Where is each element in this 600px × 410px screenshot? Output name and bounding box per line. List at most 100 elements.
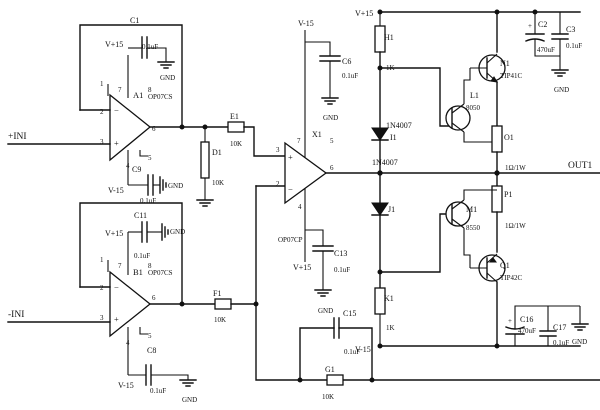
capacitor-c11-value: 0.1uF <box>134 252 150 260</box>
resistor-k1-value: 1K <box>386 324 395 332</box>
resistor-g1-value: 10K <box>322 393 334 401</box>
c13-lead <box>305 229 324 246</box>
capacitor-c2-value: 470uF <box>537 46 555 54</box>
c1-ground <box>157 61 175 69</box>
c9-ground <box>159 176 167 194</box>
capacitor-c16-polarity: + <box>508 317 512 325</box>
wire-x1-inv-feedback <box>255 185 600 381</box>
capacitor-c15-value: 0.1uF <box>344 348 360 356</box>
junction-h1 <box>377 65 383 71</box>
resistor-h1: H1 1K <box>374 12 395 72</box>
resistor-k1: K1 1K <box>374 287 395 332</box>
opamp-b1-pin2: 2 <box>100 284 104 292</box>
opamp-a1-pin7: 7 <box>118 86 122 94</box>
n1-arrow <box>490 76 498 83</box>
capacitor-c13-value: 0.1uF <box>334 266 350 274</box>
opamp-x1-part: OP07CP <box>278 236 303 244</box>
c15-plates <box>333 317 340 339</box>
diode-j1: J1 <box>371 202 395 216</box>
diode-i1-ref: I1 <box>390 133 397 142</box>
transistor-l1: L1 8050 <box>445 68 497 143</box>
opamp-x1-vbottom: V+15 <box>293 263 311 272</box>
opamp-a1: − + A1 OP07CS 1 2 3 4 5 6 7 8 <box>100 80 173 170</box>
resistor-p1-ref: P1 <box>504 190 512 199</box>
ground-c13-label: GND <box>318 307 333 315</box>
c13-plates <box>312 245 334 252</box>
o1-body <box>491 125 503 153</box>
opamp-b1: − + B1 OP07CS 1 2 3 4 5 6 7 8 <box>100 256 173 347</box>
resistor-d1: D1 10K <box>196 127 224 207</box>
capacitor-c16: + C16 470uF <box>505 305 580 346</box>
capacitor-c3-ref: C3 <box>566 25 575 34</box>
opamp-a1-pin3: 3 <box>100 138 104 146</box>
ground-c8-label: GND <box>182 396 197 404</box>
i1-triangle <box>371 127 389 141</box>
diode-i1-part: 1N4007 <box>386 121 412 130</box>
opamp-a1-pin5: 5 <box>148 154 152 162</box>
opamp-x1-pin6: 6 <box>330 164 334 172</box>
opamp-b1-vpos: V+15 <box>105 229 123 238</box>
opamp-x1-pin7: 7 <box>297 137 301 145</box>
c1-lead2 <box>147 47 167 62</box>
transistor-n1-ref: N1 <box>500 59 510 68</box>
opamp-b1-plus: + <box>114 314 119 324</box>
capacitor-c8-value: 0.1uF <box>150 387 166 395</box>
c8-ground <box>179 379 197 387</box>
opamp-b1-ref: B1 <box>133 267 143 277</box>
l1-collector <box>463 68 471 104</box>
e1-body <box>227 121 245 133</box>
q1-arrow <box>489 257 497 263</box>
resistor-p1-value: 1Ω/1W <box>505 222 526 230</box>
opamp-a1-minus: − <box>114 105 119 115</box>
opamp-a1-ref: A1 <box>133 90 143 100</box>
f1-body <box>214 298 232 310</box>
ground-c9-label: GND <box>168 182 183 190</box>
opamp-a1-pin2: 2 <box>100 108 104 116</box>
opamp-x1-pin3: 3 <box>276 146 280 154</box>
opamp-b1-minus: − <box>114 282 119 292</box>
resistor-e1: E1 10K <box>227 112 245 148</box>
ground-c17-symbol <box>571 323 589 331</box>
junction-bottom-left <box>377 343 383 349</box>
c11-plates <box>141 221 148 243</box>
j1-triangle <box>371 202 389 216</box>
capacitor-c17-value: 0.1uF <box>553 339 569 347</box>
transistor-m1-ref: M1 <box>466 205 477 214</box>
opamp-b1-body <box>109 270 152 338</box>
rail-bottom-label: V-15 <box>355 345 371 354</box>
capacitor-c15-ref: C15 <box>343 309 356 318</box>
opamp-x1-pin2: 2 <box>276 180 280 188</box>
junction-a1-out <box>179 124 185 130</box>
resistor-g1: G1 10K <box>322 365 344 401</box>
opamp-a1-pin8: 8 <box>148 86 152 94</box>
resistor-e1-ref: E1 <box>230 112 239 121</box>
opamp-a1-body <box>109 93 152 162</box>
transistor-q1-ref: Q1 <box>500 261 510 270</box>
capacitor-c6-value: 0.1uF <box>342 72 358 80</box>
c8-plates <box>145 364 152 386</box>
resistor-h1-ref: H1 <box>384 33 394 42</box>
opamp-a1-vpos: V+15 <box>105 40 123 49</box>
junction-g1-left <box>297 377 303 383</box>
c13-ground <box>314 289 332 297</box>
wire-b1-pin5 <box>139 327 148 335</box>
c6-plates <box>319 55 341 62</box>
resistor-f1: F1 10K <box>213 289 232 324</box>
c3-ground <box>551 69 569 77</box>
capacitor-c17: C17 0.1uF <box>539 306 569 347</box>
capacitor-c2-ref: C2 <box>538 20 547 29</box>
transistor-q1: Q1 TIP42C <box>470 253 523 347</box>
opamp-b1-pin1: 1 <box>100 256 104 264</box>
opamp-a1-vneg: V-15 <box>108 186 124 195</box>
opamp-a1-pin1: 1 <box>100 80 104 88</box>
c11-ground <box>161 223 169 241</box>
opamp-x1-plus: + <box>288 152 293 162</box>
opamp-b1-pin3: 3 <box>100 314 104 322</box>
c8-lead2 <box>151 374 189 380</box>
c6-ground <box>321 97 339 105</box>
transistor-q1-part: TIP42C <box>500 274 523 282</box>
capacitor-c8: C8 0.1uF GND <box>128 346 197 404</box>
m1-leads <box>451 199 465 229</box>
capacitor-c9: C9 0.1uF GND <box>128 165 183 205</box>
